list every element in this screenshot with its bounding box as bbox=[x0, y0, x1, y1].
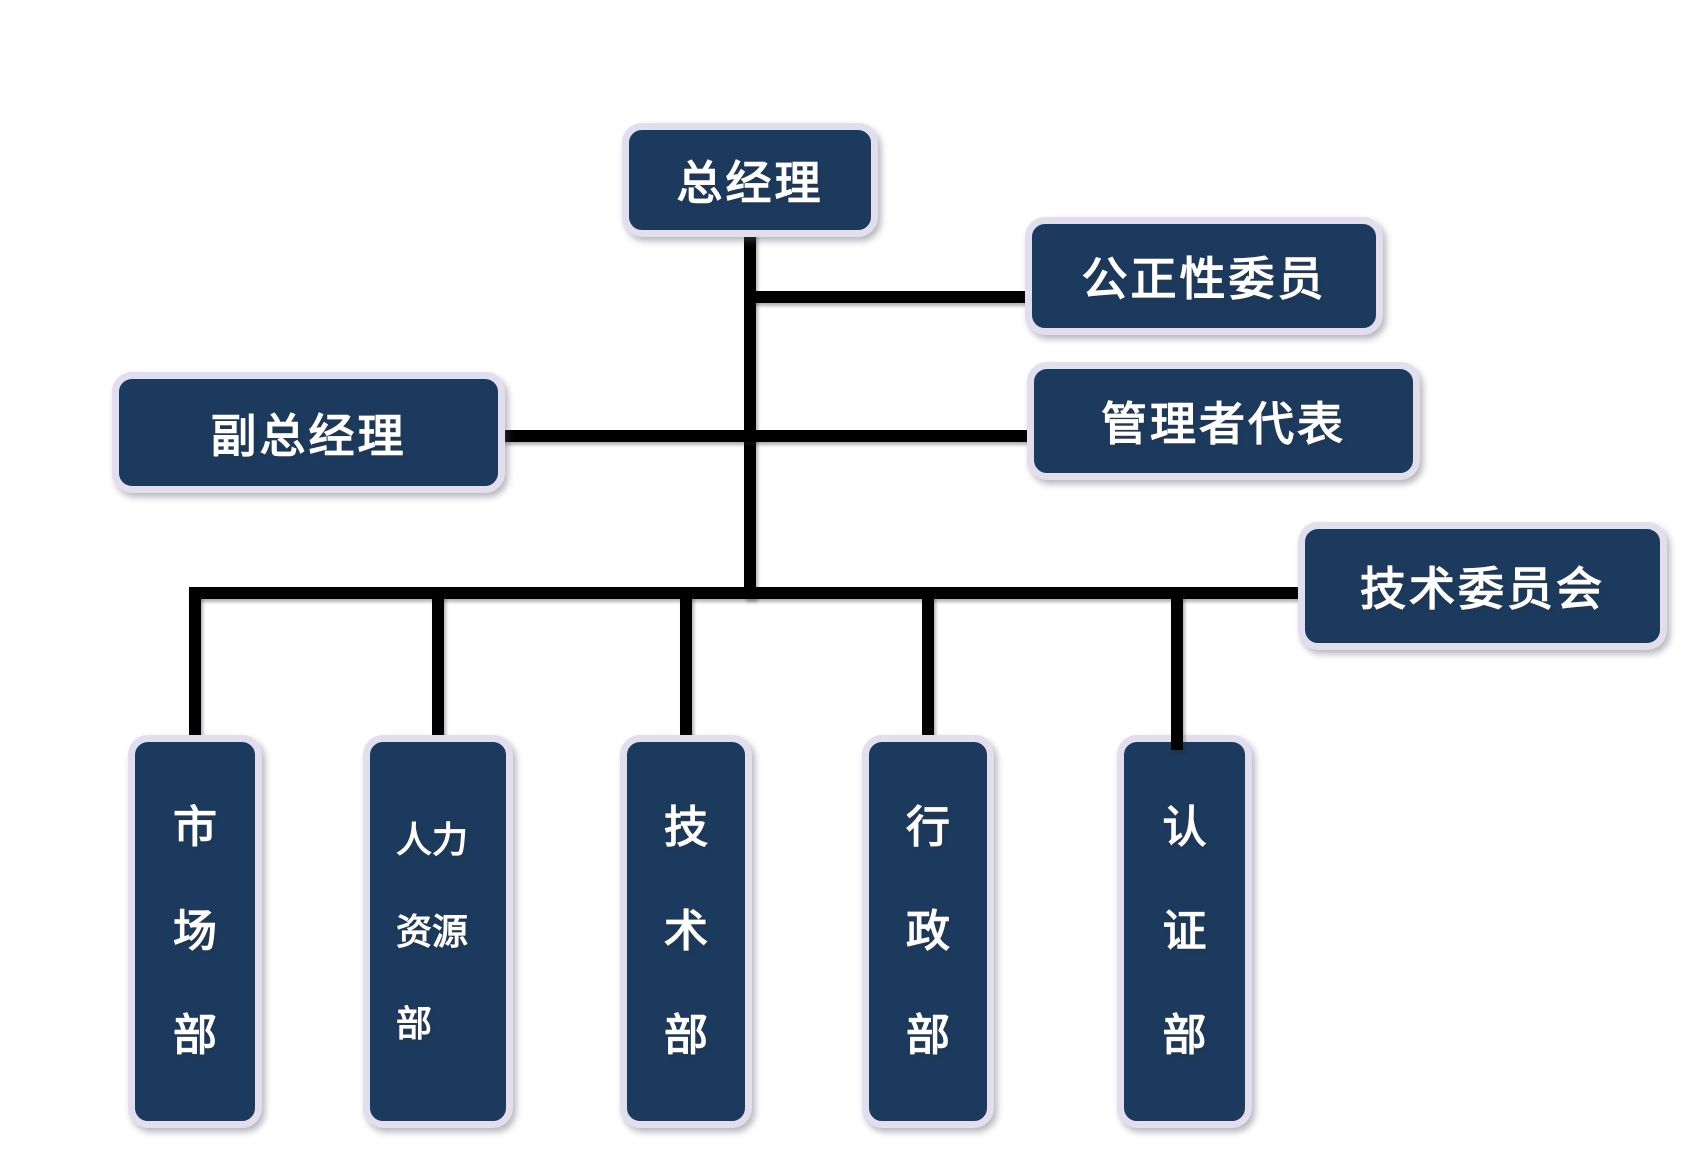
node-admin-dept: 行 政 部 bbox=[862, 735, 994, 1128]
connector-drop-technology bbox=[680, 590, 692, 738]
connector-drop-marketing bbox=[189, 590, 201, 740]
node-impartiality-committee-label: 公正性委员 bbox=[1081, 253, 1327, 305]
node-hr-dept-label: 人力 bbox=[396, 818, 469, 860]
node-deputy-general-manager: 副总经理 bbox=[112, 372, 505, 493]
node-admin-dept-label: 行 bbox=[906, 802, 950, 852]
node-management-representative-label: 管理者代表 bbox=[1101, 398, 1346, 450]
node-certification-dept: 认 证 部 bbox=[1117, 735, 1252, 1128]
node-general-manager: 总经理 bbox=[622, 123, 878, 237]
node-certification-dept-label: 认 bbox=[1162, 802, 1207, 852]
node-marketing-dept: 市 场 部 bbox=[128, 735, 262, 1128]
node-impartiality-committee: 公正性委员 bbox=[1025, 217, 1383, 335]
connector-drop-hr bbox=[432, 590, 444, 738]
node-technology-dept: 技 术 部 bbox=[620, 735, 752, 1128]
node-hr-dept: 人力 资源 部 bbox=[363, 735, 513, 1128]
node-general-manager-label: 总经理 bbox=[676, 157, 824, 209]
connector-gm-impartiality bbox=[750, 291, 1032, 303]
node-technology-dept-label: 技 bbox=[664, 802, 708, 852]
node-deputy-general-manager-label: 副总经理 bbox=[210, 409, 407, 462]
node-technical-committee: 技术委员会 bbox=[1298, 522, 1667, 650]
connector-trunk bbox=[744, 230, 756, 599]
connector-distribution bbox=[189, 587, 1305, 599]
connector-deputy-representative bbox=[498, 430, 1034, 442]
node-management-representative: 管理者代表 bbox=[1027, 362, 1420, 480]
connector-drop-certification bbox=[1171, 590, 1183, 750]
node-marketing-dept-label: 市 bbox=[173, 802, 217, 852]
node-technical-committee-label: 技术委员会 bbox=[1360, 563, 1605, 615]
connector-drop-admin bbox=[922, 590, 934, 738]
